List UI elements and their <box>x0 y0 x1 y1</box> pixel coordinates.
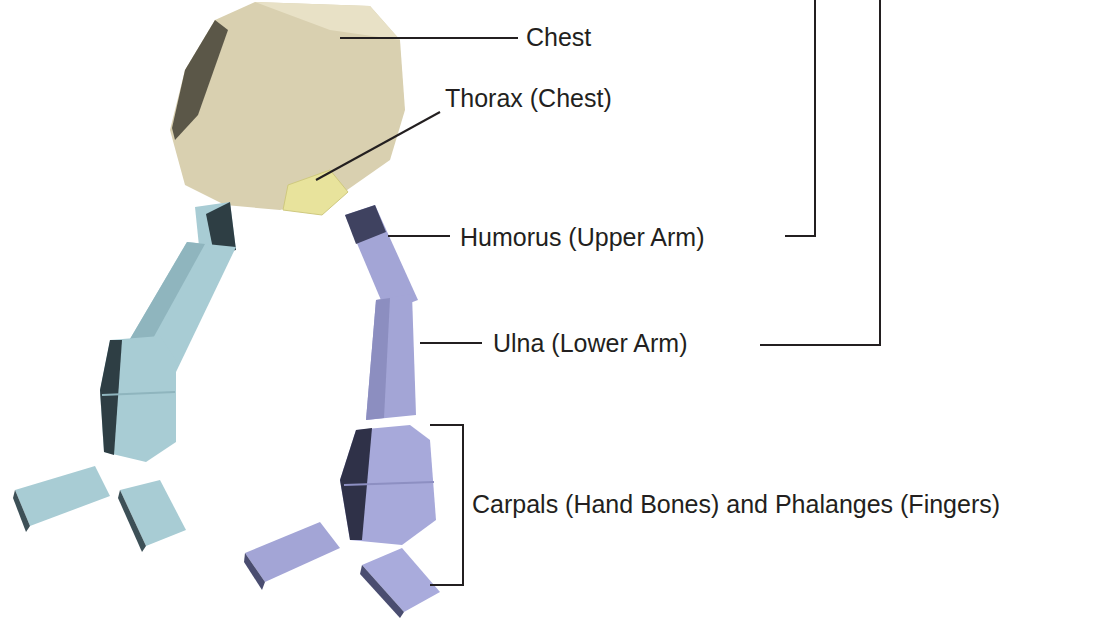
part-label: Thorax (Chest) <box>445 85 612 113</box>
phalanx-side <box>118 490 146 552</box>
part-label: Ulna (Lower Arm) <box>493 330 688 358</box>
phalanx-side <box>13 490 30 532</box>
chest-bone <box>170 2 405 210</box>
ulna-shade <box>366 298 390 420</box>
carpals-edge <box>344 482 434 485</box>
connector-line <box>785 0 815 236</box>
phalanx-side <box>360 565 404 618</box>
chest-shadow <box>172 20 228 140</box>
bracket <box>430 425 463 585</box>
ulna-bone <box>366 294 416 420</box>
part-label: Humorus (Upper Arm) <box>460 224 705 252</box>
chest-shape <box>170 2 405 210</box>
right-arm <box>244 205 440 618</box>
phalanx-bone <box>15 466 110 526</box>
thorax-bone <box>283 170 348 215</box>
humerus-top-face <box>345 205 386 244</box>
part-label: Chest <box>526 24 591 52</box>
carpals-bone <box>340 425 436 545</box>
chest-highlight <box>255 2 400 40</box>
leader-line <box>340 37 518 39</box>
leader-line <box>316 112 440 180</box>
phalanx-bone <box>245 522 340 582</box>
connector-line <box>760 0 880 345</box>
lower-arm-hand-bone <box>100 336 176 462</box>
phalanx-side <box>244 553 265 590</box>
leader-line <box>420 342 482 344</box>
left-arm <box>13 202 236 552</box>
hand-edge <box>102 392 175 395</box>
hand-shadow <box>100 340 122 455</box>
part-label: Carpals (Hand Bones) and Phalanges (Fing… <box>472 491 1000 519</box>
leader-line <box>388 235 450 237</box>
